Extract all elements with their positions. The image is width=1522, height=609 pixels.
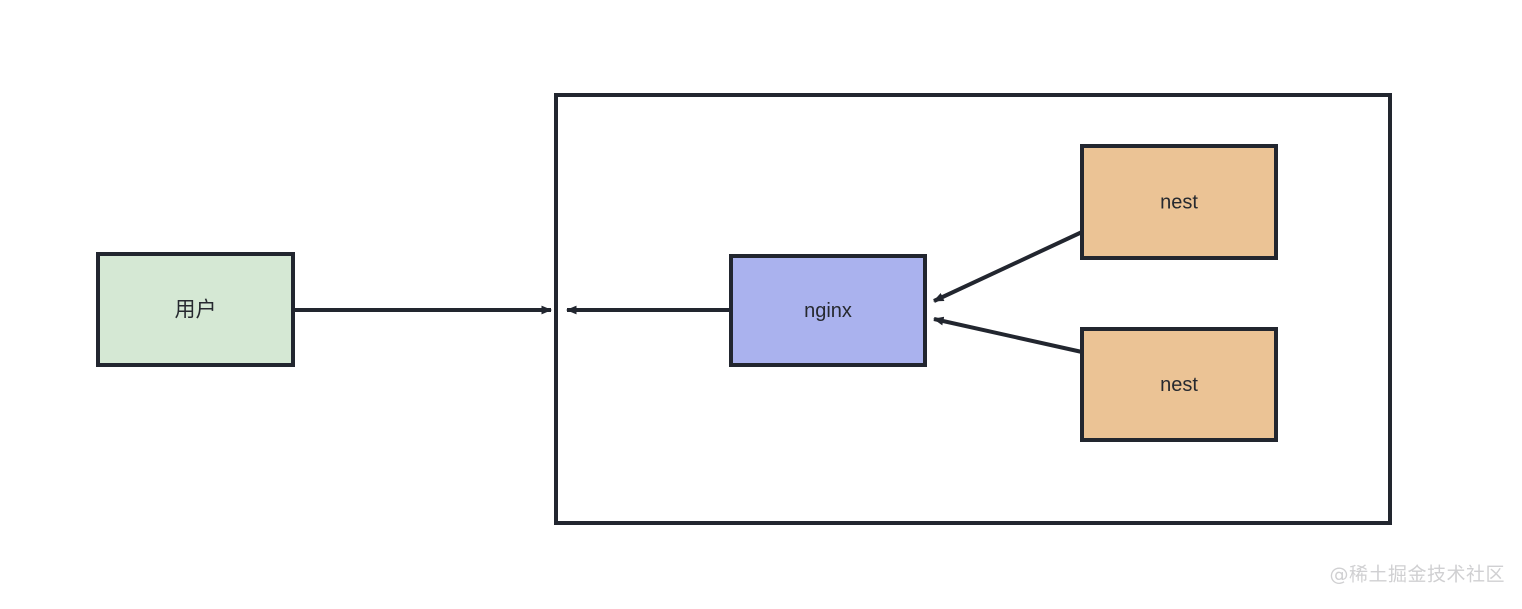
node-nest-top-label: nest [1160,191,1198,213]
node-nginx-box[interactable] [729,254,927,367]
edge-line [933,316,1083,354]
edge-nest-top-to-nginx [933,230,1083,303]
edge-line [933,230,1083,303]
node-nginx[interactable]: nginx [729,254,927,367]
node-nest-bottom-box[interactable] [1080,327,1278,442]
node-user-label: 用户 [175,298,217,322]
node-nest-bottom[interactable]: nest [1080,327,1278,442]
edge-nest-bottom-to-nginx [933,316,1083,354]
node-nest-top-box[interactable] [1080,144,1278,260]
watermark-label: @稀土掘金技术社区 [1329,564,1505,586]
node-user-box[interactable] [96,252,295,367]
node-nest-top[interactable]: nest [1080,144,1278,260]
node-user[interactable]: 用户 [96,252,295,367]
node-nginx-label: nginx [804,300,852,322]
node-nest-bottom-label: nest [1160,374,1198,396]
